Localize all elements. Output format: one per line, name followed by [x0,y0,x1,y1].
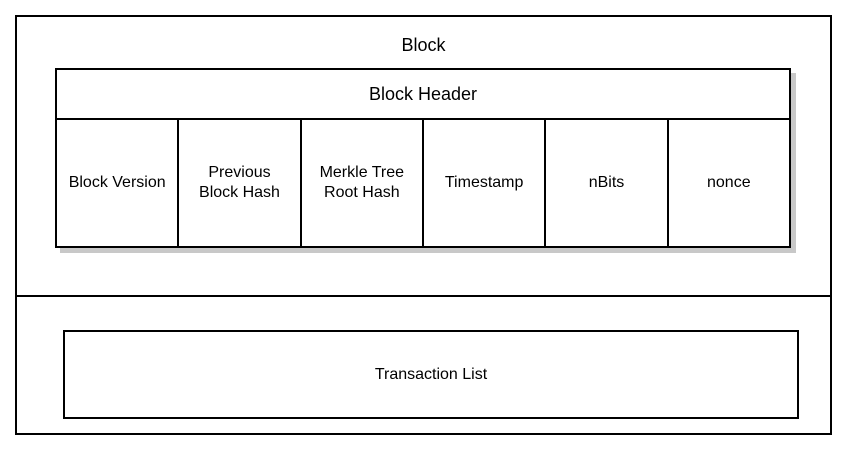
block-header: Block Header Block Version Previous Bloc… [55,68,791,248]
field-timestamp: Timestamp [424,120,547,246]
field-nonce-label: nonce [707,174,751,191]
field-merkle-tree-root-hash-label: Merkle Tree Root Hash [319,164,405,201]
field-block-version-label: Block Version [68,174,166,191]
field-nonce: nonce [669,120,789,246]
section-divider [17,295,830,297]
block-header-title: Block Header [57,70,789,120]
field-merkle-tree-root-hash: Merkle Tree Root Hash [302,120,424,246]
transaction-list-label: Transaction List [374,365,488,383]
transaction-list-box: Transaction List [63,330,799,419]
field-nbits: nBits [546,120,669,246]
block-container: Block Block Header Block Version Previou… [15,15,832,435]
field-block-version: Block Version [57,120,180,246]
block-header-fields: Block Version Previous Block Hash Merkle… [57,120,789,246]
field-nbits-label: nBits [588,174,625,191]
field-previous-block-hash-label: Previous Block Hash [199,164,280,201]
field-previous-block-hash: Previous Block Hash [179,120,302,246]
block-title: Block [401,35,446,55]
field-timestamp-label: Timestamp [444,174,524,191]
